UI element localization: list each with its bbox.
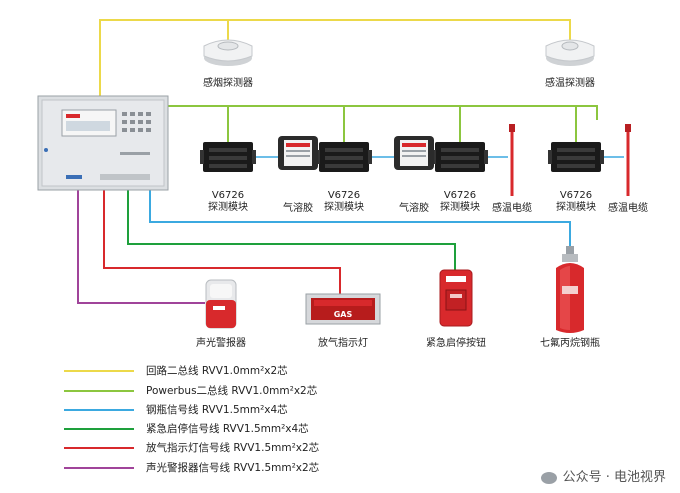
module-name: 探测模块 <box>556 202 596 213</box>
heat-cable-label: 感温电缆 <box>608 203 648 214</box>
gas-indicator-wire <box>103 190 341 294</box>
fire-control-panel <box>37 95 169 191</box>
smoke-detector-label: 感烟探测器 <box>203 78 253 89</box>
module-label: V6726 探测模块 <box>193 190 263 214</box>
heat-detector-icon <box>545 39 595 66</box>
strobe-wire <box>77 190 205 304</box>
cylinder-label: 七氟丙烷钢瓶 <box>540 338 600 349</box>
legend-label: 钢瓶信号线 RVV1.5mm²x4芯 <box>146 404 288 416</box>
gas-sign-text: GAS <box>333 310 353 319</box>
watermark-text: 公众号 · 电池视界 <box>562 470 666 485</box>
legend-swatch <box>64 409 134 411</box>
legend-swatch <box>64 428 134 430</box>
strobe-icon <box>205 279 237 329</box>
module-label: V6726 探测模块 <box>541 190 611 214</box>
wechat-icon <box>540 471 557 484</box>
module-model: V6726 <box>559 190 593 201</box>
legend-label: Powerbus二总线 RVV1.0mm²x2芯 <box>146 385 318 397</box>
smoke-detector-icon <box>203 39 253 66</box>
aerosol-label: 气溶胶 <box>283 203 313 214</box>
legend-label: 紧急启停信号线 RVV1.5mm²x4芯 <box>146 423 309 435</box>
module-icon <box>200 142 256 172</box>
watermark: 公众号 · 电池视界 <box>540 466 666 485</box>
cylinder-signal-wire <box>149 190 571 250</box>
legend-swatch <box>64 467 134 469</box>
legend-swatch <box>64 370 134 372</box>
emergency-button-icon <box>439 269 473 327</box>
heat-cable-label: 感温电缆 <box>492 203 532 214</box>
module-name: 探测模块 <box>440 202 480 213</box>
module-label: V6726 探测模块 <box>309 190 379 214</box>
module-label: V6726 探测模块 <box>425 190 495 214</box>
loop-bus-wire <box>99 19 571 96</box>
heat-cable-icon <box>625 124 631 196</box>
legend-label: 放气指示灯信号线 RVV1.5mm²x2芯 <box>146 442 320 454</box>
emergency-button-label: 紧急启停按钮 <box>426 338 486 349</box>
module-model: V6726 <box>327 190 361 201</box>
powerbus-wire <box>168 105 598 142</box>
module-name: 探测模块 <box>324 202 364 213</box>
cylinder-icon <box>556 246 584 333</box>
aerosol-icon <box>278 136 318 170</box>
module-icon <box>316 142 372 172</box>
module-icon <box>432 142 488 172</box>
aerosol-label: 气溶胶 <box>399 203 429 214</box>
module-icon <box>548 142 604 172</box>
emergency-wire <box>127 190 456 270</box>
aerosol-icon <box>394 136 434 170</box>
module-model: V6726 <box>211 190 245 201</box>
module-name: 探测模块 <box>208 202 248 213</box>
module-model: V6726 <box>443 190 477 201</box>
gas-indicator-icon <box>305 293 381 325</box>
gas-indicator-label: 放气指示灯 <box>318 338 368 349</box>
legend-label: 回路二总线 RVV1.0mm²x2芯 <box>146 365 288 377</box>
legend-swatch <box>64 447 134 449</box>
heat-cable-icon <box>509 124 515 196</box>
legend-label: 声光警报器信号线 RVV1.5mm²x2芯 <box>146 462 320 474</box>
heat-detector-label: 感温探测器 <box>545 78 595 89</box>
legend-swatch <box>64 390 134 392</box>
strobe-label: 声光警报器 <box>196 338 246 349</box>
